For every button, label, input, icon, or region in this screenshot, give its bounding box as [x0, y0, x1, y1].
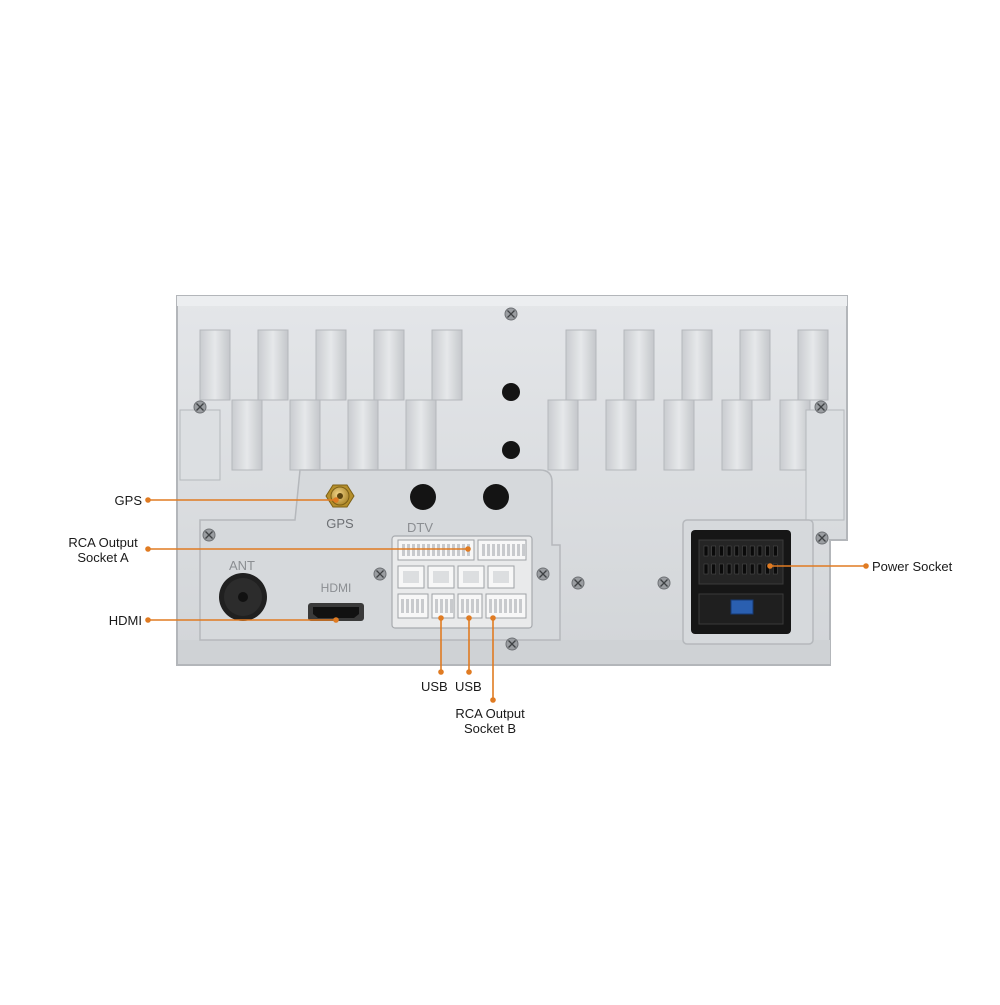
callout-power-socket: Power Socket — [872, 559, 953, 574]
callout-lines — [148, 499, 866, 700]
callout-rca-a: RCA Output Socket A — [60, 535, 146, 565]
hdmi-port-icon — [308, 603, 364, 621]
callout-usb-2: USB — [455, 679, 482, 694]
gps-connector-icon — [325, 484, 355, 508]
callout-rca-b-line1: RCA Output — [455, 706, 525, 721]
callout-dots — [145, 497, 869, 703]
ant-connector-icon — [219, 573, 267, 621]
callout-gps: GPS — [114, 493, 142, 508]
gps-panel-label: GPS — [326, 516, 354, 531]
dtv-connector-block — [391, 535, 533, 629]
callout-rca-a-line2: Socket A — [77, 550, 129, 565]
hdmi-panel-label: HDMI — [321, 581, 352, 595]
callout-hdmi: HDMI — [108, 613, 142, 628]
power-socket-icon — [691, 530, 791, 634]
ant-panel-label: ANT — [229, 558, 255, 573]
cooling-fins — [179, 329, 845, 521]
dtv-panel-label: DTV — [407, 520, 433, 535]
callout-rca-a-line1: RCA Output — [68, 535, 138, 550]
callout-rca-b: RCA Output Socket B — [445, 706, 535, 736]
center-holes — [410, 383, 520, 510]
callout-usb-1: USB — [421, 679, 448, 694]
screws — [193, 307, 829, 651]
callout-rca-b-line2: Socket B — [463, 721, 517, 736]
